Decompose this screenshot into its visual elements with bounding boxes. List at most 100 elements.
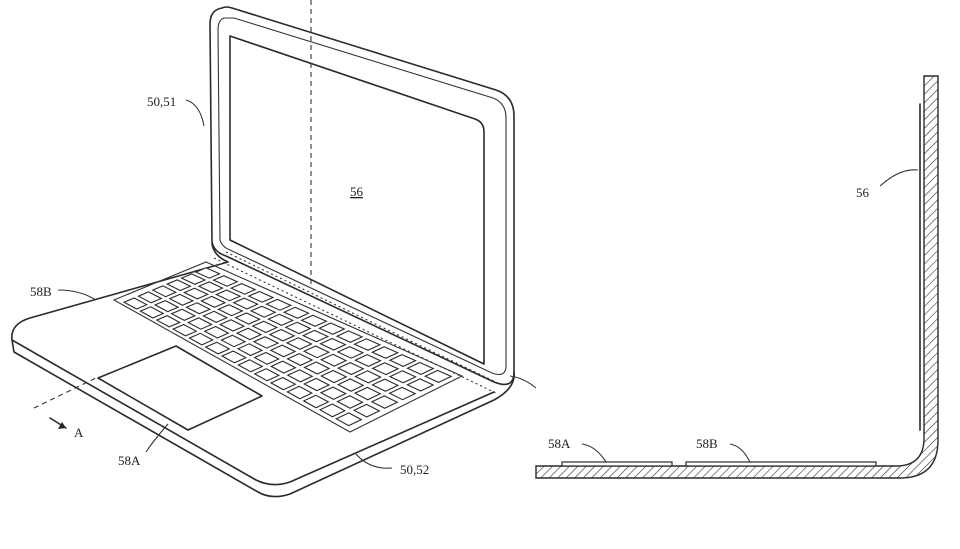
keyboard-key — [319, 337, 347, 351]
keyboard-key — [168, 293, 195, 306]
keyboard-key — [286, 385, 314, 400]
keyboard-key — [353, 338, 382, 351]
keyboard-key — [268, 328, 296, 342]
keyboard-key — [218, 319, 246, 332]
keyboard-key — [319, 353, 348, 367]
keyboard-key — [165, 279, 192, 292]
leader-trackpad — [145, 423, 169, 453]
keyboard-key — [153, 299, 180, 313]
keyboard-key — [282, 306, 310, 319]
keyboard-key — [354, 353, 382, 368]
keyboard-key — [319, 386, 347, 401]
keyboard-area — [112, 261, 464, 433]
section-trackpad-layer — [561, 461, 673, 467]
keyboard-key — [182, 287, 210, 300]
lid-inner-edge — [217, 17, 507, 375]
keyboard-key — [203, 325, 230, 339]
label-section-marker: A — [74, 425, 84, 440]
keyboard-key — [269, 360, 297, 374]
keyboard-key — [217, 304, 244, 317]
keyboard-key — [302, 345, 331, 359]
keyboard-key — [370, 395, 399, 409]
keyboard-key — [337, 361, 365, 376]
keyboard-key — [284, 321, 312, 335]
keyboard-key — [229, 282, 257, 295]
keyboard-key — [370, 346, 400, 359]
keyboard-key — [303, 377, 331, 392]
arrowhead-icon — [58, 422, 66, 429]
keyboard-key — [139, 306, 165, 319]
lid-outer — [209, 6, 515, 386]
keyboard-key — [170, 308, 197, 322]
keyboard-key — [253, 351, 280, 365]
keyboard-key — [220, 350, 248, 364]
laptop-perspective-view: 50,51 56 58B A 58A 50,52 — [11, 0, 537, 498]
keyboard-key — [388, 386, 417, 401]
keyboard-key — [371, 362, 400, 376]
section-keyboard-layer — [685, 461, 877, 467]
keyboard-key — [354, 370, 382, 384]
keyboard-key — [303, 361, 331, 375]
keyboard-key — [188, 332, 214, 346]
keyboard-key — [235, 327, 263, 341]
keyboard-key — [320, 369, 348, 384]
keyboard-key — [353, 386, 382, 401]
hinge-line-2 — [225, 251, 501, 385]
keyboard-keys — [122, 267, 453, 427]
label-display: 56 — [350, 184, 364, 199]
keyboard-key — [200, 295, 227, 308]
section-housing — [535, 75, 939, 479]
keyboard-key — [335, 330, 364, 343]
keyboard-key — [204, 341, 231, 355]
keyboard-key — [302, 394, 330, 409]
keyboard-key — [237, 359, 264, 373]
keyboard-key — [122, 297, 148, 310]
keyboard-key — [406, 361, 435, 376]
keyboard-key — [265, 298, 293, 311]
keyboard-key — [247, 290, 275, 303]
keyboard-key — [220, 334, 247, 348]
leader-housing-lower — [355, 453, 393, 469]
keyboard-key — [194, 267, 221, 279]
display-panel — [229, 35, 485, 365]
keyboard-key — [406, 378, 435, 392]
keyboard-key — [137, 291, 163, 304]
leader-section-keyboard — [729, 443, 751, 463]
leader-section-trackpad — [581, 443, 607, 463]
leader-housing-upper — [185, 99, 205, 127]
trackpad — [97, 345, 263, 431]
keyboard-key — [336, 395, 364, 409]
base-outer — [11, 243, 515, 498]
keyboard-key — [388, 353, 417, 368]
leader-keyboard — [57, 289, 97, 301]
keyboard-key — [234, 312, 261, 325]
keyboard-key — [371, 378, 400, 392]
keyboard-key — [318, 322, 346, 335]
keyboard-key — [171, 323, 198, 337]
label-trackpad: 58A — [118, 453, 141, 468]
keyboard-key — [336, 378, 365, 392]
keyboard-key — [300, 314, 328, 327]
keyboard-key — [269, 376, 297, 391]
keyboard-key — [388, 370, 417, 384]
keyboard-key — [253, 368, 281, 382]
label-section-display: 56 — [856, 185, 870, 200]
leader-section-display — [879, 169, 919, 187]
keyboard-key — [286, 369, 314, 383]
section-arrow-line — [33, 377, 97, 409]
label-section-trackpad: 58A — [548, 436, 571, 451]
keyboard-key — [252, 336, 280, 349]
label-housing-lower: 50,52 — [400, 462, 429, 477]
keyboard-key — [286, 352, 314, 367]
keyboard-key — [155, 314, 181, 328]
keyboard-key — [336, 345, 365, 359]
keyboard-key — [352, 403, 381, 418]
keyboard-key — [249, 305, 277, 318]
keyboard-key — [269, 344, 297, 358]
base-front-edge — [11, 339, 495, 486]
cross-section-view: 56 58A 58B — [535, 75, 939, 479]
keyboard-key — [151, 285, 178, 298]
label-section-keyboard: 58B — [696, 436, 718, 451]
keyboard-key — [185, 302, 212, 315]
